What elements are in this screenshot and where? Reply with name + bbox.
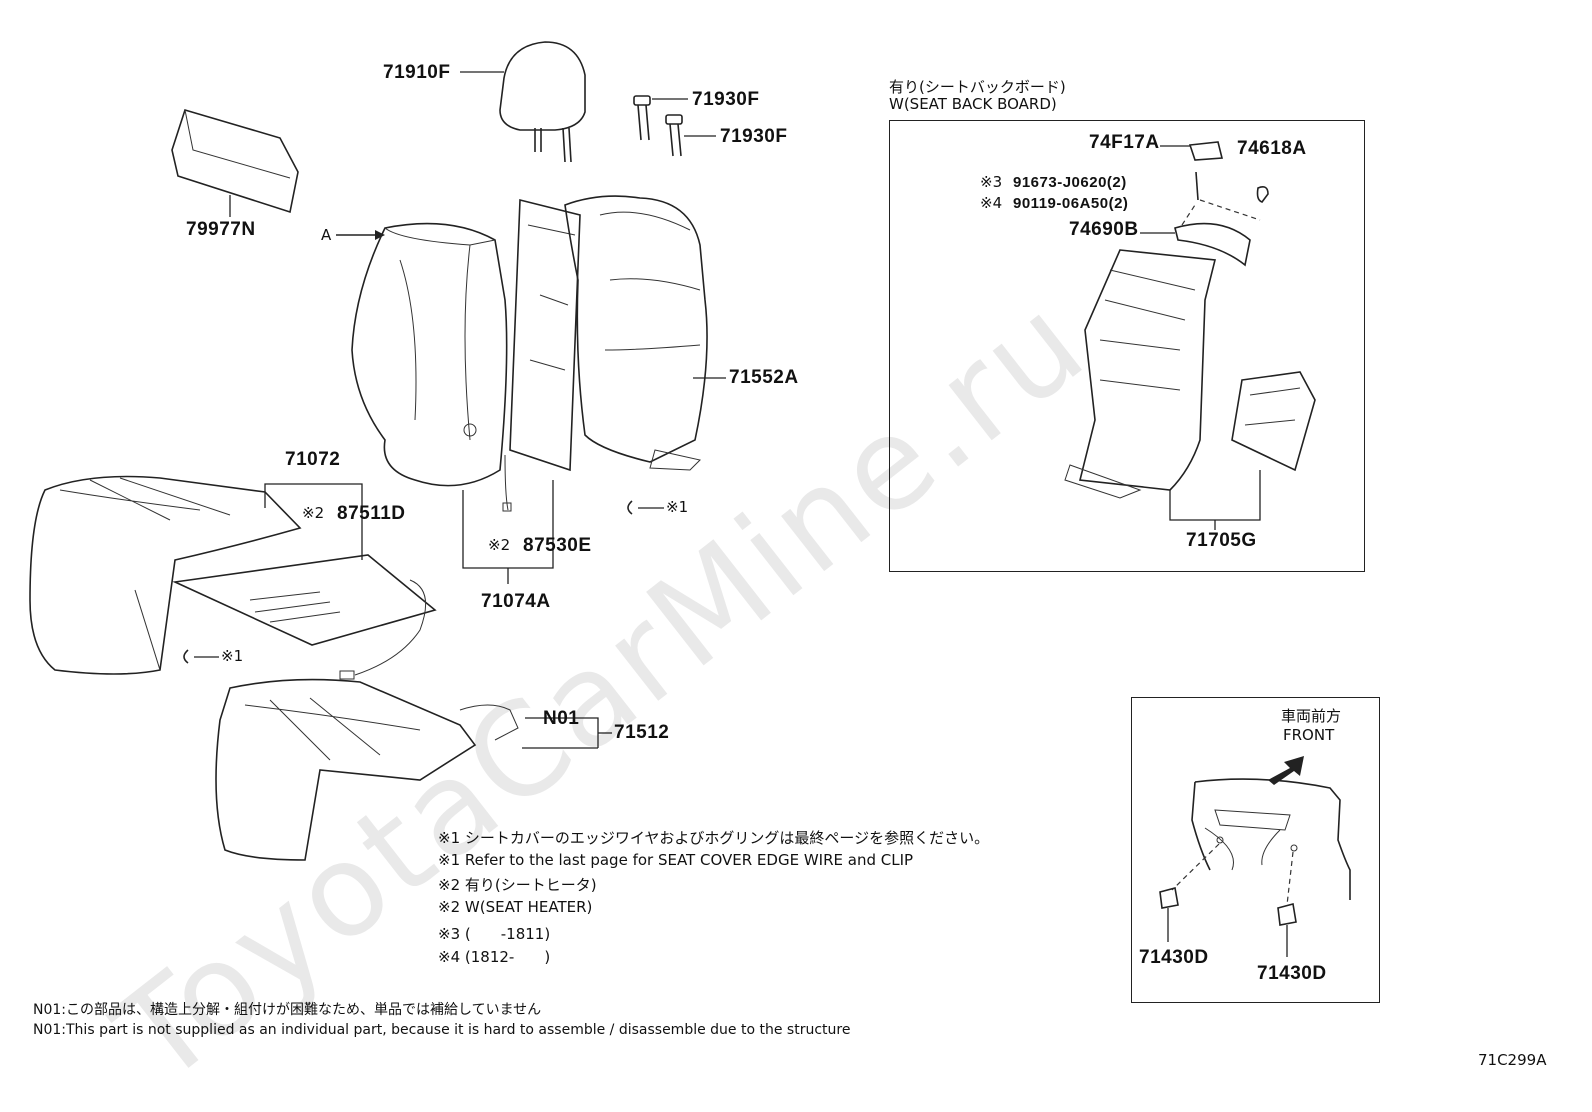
- note-1-jp: ※1 シートカバーのエッジワイヤおよびホグリングは最終ページを参照ください。: [438, 829, 990, 847]
- part-label-71512: 71512: [614, 722, 670, 743]
- board-inset-title-jp: 有り(シートバックボード): [889, 78, 1066, 96]
- n01-note-en: N01:This part is not supplied as an indi…: [33, 1022, 851, 1038]
- seat-cushion-cover-drawing: [29, 475, 363, 675]
- part-label-71430D-right: 71430D: [1257, 963, 1327, 984]
- part-label-71930F-b: 71930F: [720, 126, 788, 147]
- note-3: ※3 ( -1811): [438, 925, 551, 943]
- part-label-74618A: 74618A: [1237, 138, 1307, 159]
- board-inset-title-en: W(SEAT BACK BOARD): [889, 95, 1057, 113]
- note-2-jp: ※2 有り(シートヒータ): [438, 876, 597, 894]
- pad-drawing: [171, 109, 299, 217]
- part-label-71074A: 71074A: [481, 591, 551, 612]
- front-view-drawing: [1159, 756, 1351, 957]
- ref-clip-cushion: [183, 649, 219, 664]
- part-label-71705G: 71705G: [1186, 530, 1257, 551]
- ref-mark-1-back: ※1: [666, 498, 689, 516]
- front-inset-label-en: FRONT: [1283, 726, 1335, 744]
- seat-cushion-drawing: [215, 678, 612, 861]
- part-label-71430D-left: 71430D: [1139, 947, 1209, 968]
- part-label-71930F-a: 71930F: [692, 89, 760, 110]
- headrest-drawing: [460, 41, 586, 163]
- part-label-90119-06A50: 90119-06A50(2): [1013, 195, 1129, 212]
- ref-mark-1-cushion: ※1: [221, 647, 244, 665]
- front-inset-label-jp: 車両前方: [1281, 707, 1342, 725]
- seat-back-pad-drawing: [564, 195, 726, 471]
- part-label-71552A: 71552A: [729, 367, 799, 388]
- back-heater-drawing: [502, 198, 581, 512]
- part-label-79977N: 79977N: [186, 219, 256, 240]
- diagram-code: 71C299A: [1478, 1051, 1547, 1069]
- inset-front-view: [1131, 697, 1380, 1003]
- n01-note-jp: N01:この部品は、構造上分解・組付けが困難なため、単品では補給していません: [33, 1002, 542, 1018]
- part-label-74F17A: 74F17A: [1089, 132, 1160, 153]
- ref-mark-4: ※4: [980, 194, 1003, 212]
- part-label-N01: N01: [543, 708, 580, 729]
- headrest-guide-drawing: [633, 95, 716, 157]
- view-mark-a: A: [321, 226, 332, 244]
- view-arrow-a: [336, 230, 385, 240]
- seat-back-cover-drawing: [351, 222, 554, 584]
- part-label-74690B: 74690B: [1069, 219, 1139, 240]
- ref-mark-2-b: ※2: [488, 536, 511, 554]
- ref-mark-3: ※3: [980, 173, 1003, 191]
- part-label-71910F: 71910F: [383, 62, 451, 83]
- part-label-71072: 71072: [285, 449, 341, 470]
- ref-clip-back: [627, 500, 664, 515]
- seat-back-board-drawing: [1064, 141, 1316, 530]
- cushion-heater-drawing: [172, 554, 437, 680]
- note-1-en: ※1 Refer to the last page for SEAT COVER…: [438, 851, 914, 869]
- part-label-91673-J0620: 91673-J0620(2): [1013, 174, 1127, 191]
- note-2-en: ※2 W(SEAT HEATER): [438, 898, 593, 916]
- inset-seat-back-board: [889, 120, 1365, 572]
- part-label-87511D: 87511D: [337, 503, 406, 524]
- ref-mark-2-a: ※2: [302, 504, 325, 522]
- note-4: ※4 (1812- ): [438, 948, 551, 966]
- part-label-87530E: 87530E: [523, 535, 592, 556]
